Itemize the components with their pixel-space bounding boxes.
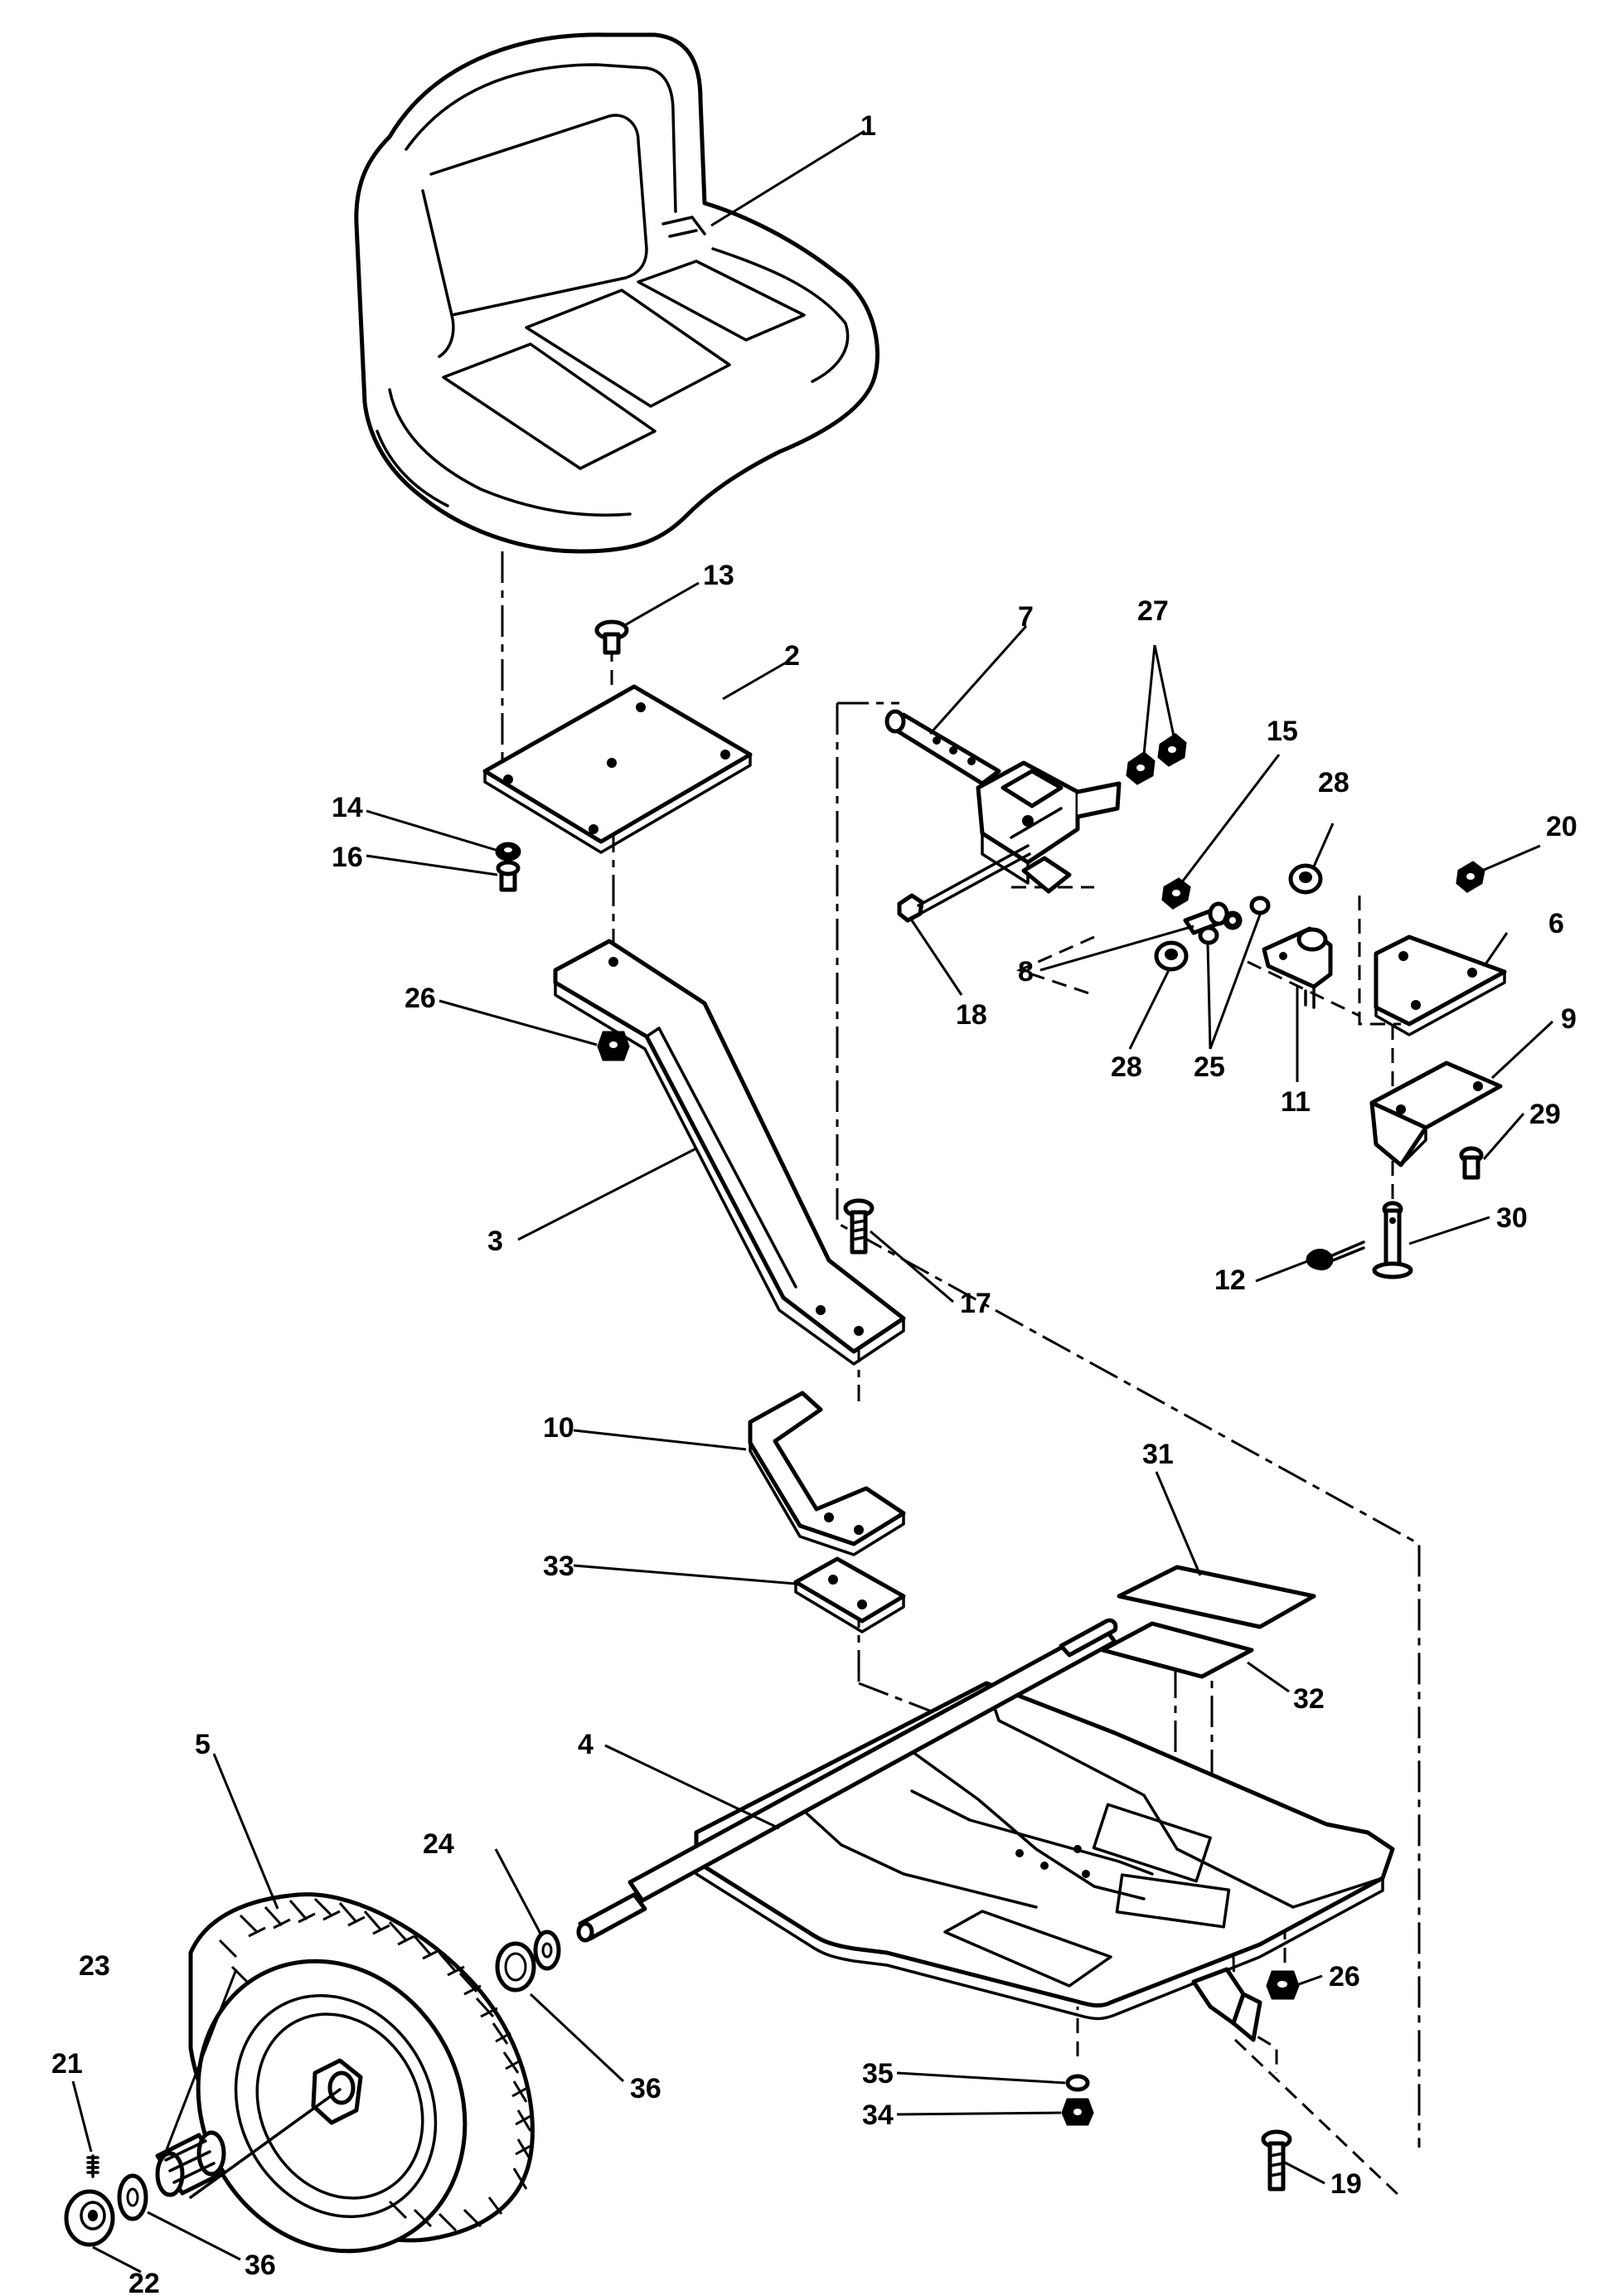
callout-11: 11 <box>1281 1086 1311 1118</box>
callout-29: 29 <box>1529 1099 1561 1130</box>
callout-26-lower: 26 <box>1329 1961 1360 1993</box>
seat-mounting-plate <box>482 684 753 854</box>
callout-28-lower: 28 <box>1111 1051 1142 1083</box>
washer-24 <box>533 1930 561 1971</box>
angle-bracket-9 <box>1369 1061 1503 1167</box>
spacer-28-upper <box>1288 863 1323 895</box>
callout-36-inner: 36 <box>630 2073 661 2104</box>
callout-20: 20 <box>1546 811 1577 842</box>
callout-1: 1 <box>860 110 876 142</box>
callout-24: 24 <box>423 1828 454 1860</box>
hitch-shaft-7 <box>884 709 1122 894</box>
hex-nut-26-lower <box>1266 1970 1300 2000</box>
callout-2: 2 <box>784 640 800 672</box>
nuts-27 <box>1126 733 1187 785</box>
bushing-36-inner <box>495 1941 536 1993</box>
nut-20 <box>1456 861 1485 893</box>
bolt-18 <box>897 844 1031 923</box>
callout-33: 33 <box>543 1551 574 1582</box>
lock-washer-35 <box>1065 2074 1090 2092</box>
bolt-29 <box>1459 1146 1484 1180</box>
clevis-11 <box>1262 926 1333 1009</box>
callout-27: 27 <box>1137 595 1169 627</box>
axle-bushing-23 <box>155 2130 226 2197</box>
callout-32: 32 <box>1293 1683 1325 1715</box>
spacer-28-lower <box>1154 940 1189 972</box>
carriage-bolt-13 <box>594 619 629 655</box>
callout-36-outer: 36 <box>245 2250 276 2281</box>
callout-14: 14 <box>332 792 363 823</box>
callout-26-upper: 26 <box>405 983 436 1014</box>
callout-9: 9 <box>1561 1003 1577 1035</box>
washer-36-outer <box>117 2173 148 2221</box>
callout-23: 23 <box>79 1950 110 1982</box>
callout-18: 18 <box>956 999 987 1031</box>
bolt-17 <box>843 1198 875 1255</box>
hitch-pin-30 <box>1372 1201 1413 1279</box>
callout-12: 12 <box>1214 1264 1246 1296</box>
callout-labels: 1 2 3 4 5 6 7 8 9 10 11 12 13 14 15 16 1… <box>51 110 1577 2296</box>
hairpin-clip-12 <box>1306 1240 1365 1271</box>
bolt-19 <box>1261 2129 1292 2192</box>
axle-cap-22 <box>64 2189 115 2247</box>
callout-25: 25 <box>1194 1051 1225 1083</box>
callout-5: 5 <box>195 1729 211 1760</box>
callout-30: 30 <box>1496 1202 1528 1234</box>
mounting-plate-6 <box>1374 934 1507 1036</box>
callout-6: 6 <box>1548 908 1564 939</box>
leader-lines <box>71 129 1554 2274</box>
cotter-pin-21 <box>86 2154 99 2178</box>
hex-nut-26-upper <box>597 1031 630 1061</box>
callout-7: 7 <box>1018 601 1034 633</box>
hex-nut-34 <box>1061 2098 1094 2126</box>
washers-25 <box>1198 896 1271 945</box>
callout-15: 15 <box>1267 716 1298 747</box>
callout-17: 17 <box>960 1288 991 1319</box>
callout-13: 13 <box>703 560 734 591</box>
spacer-plate-33 <box>793 1556 906 1633</box>
callout-19: 19 <box>1330 2168 1362 2200</box>
callout-22: 22 <box>128 2268 160 2296</box>
callout-16: 16 <box>332 842 363 873</box>
callout-10: 10 <box>543 1412 574 1444</box>
washer-14 <box>495 842 521 862</box>
callout-8: 8 <box>1018 956 1034 988</box>
nut-15 <box>1161 877 1191 910</box>
decal-31 <box>1117 1565 1316 1629</box>
callout-34: 34 <box>862 2099 894 2131</box>
bolt-16 <box>496 860 521 892</box>
callout-3: 3 <box>487 1226 503 1257</box>
decal-32 <box>1100 1621 1254 1679</box>
callout-4: 4 <box>578 1729 594 1760</box>
support-bracket-10 <box>748 1391 906 1556</box>
callout-21: 21 <box>51 2048 83 2080</box>
seat-support-bracket <box>553 939 906 1366</box>
seat <box>354 32 880 554</box>
rear-wheel <box>188 1892 535 2254</box>
callout-31: 31 <box>1142 1439 1174 1470</box>
callout-35: 35 <box>862 2058 894 2090</box>
callout-28-upper: 28 <box>1318 767 1349 799</box>
